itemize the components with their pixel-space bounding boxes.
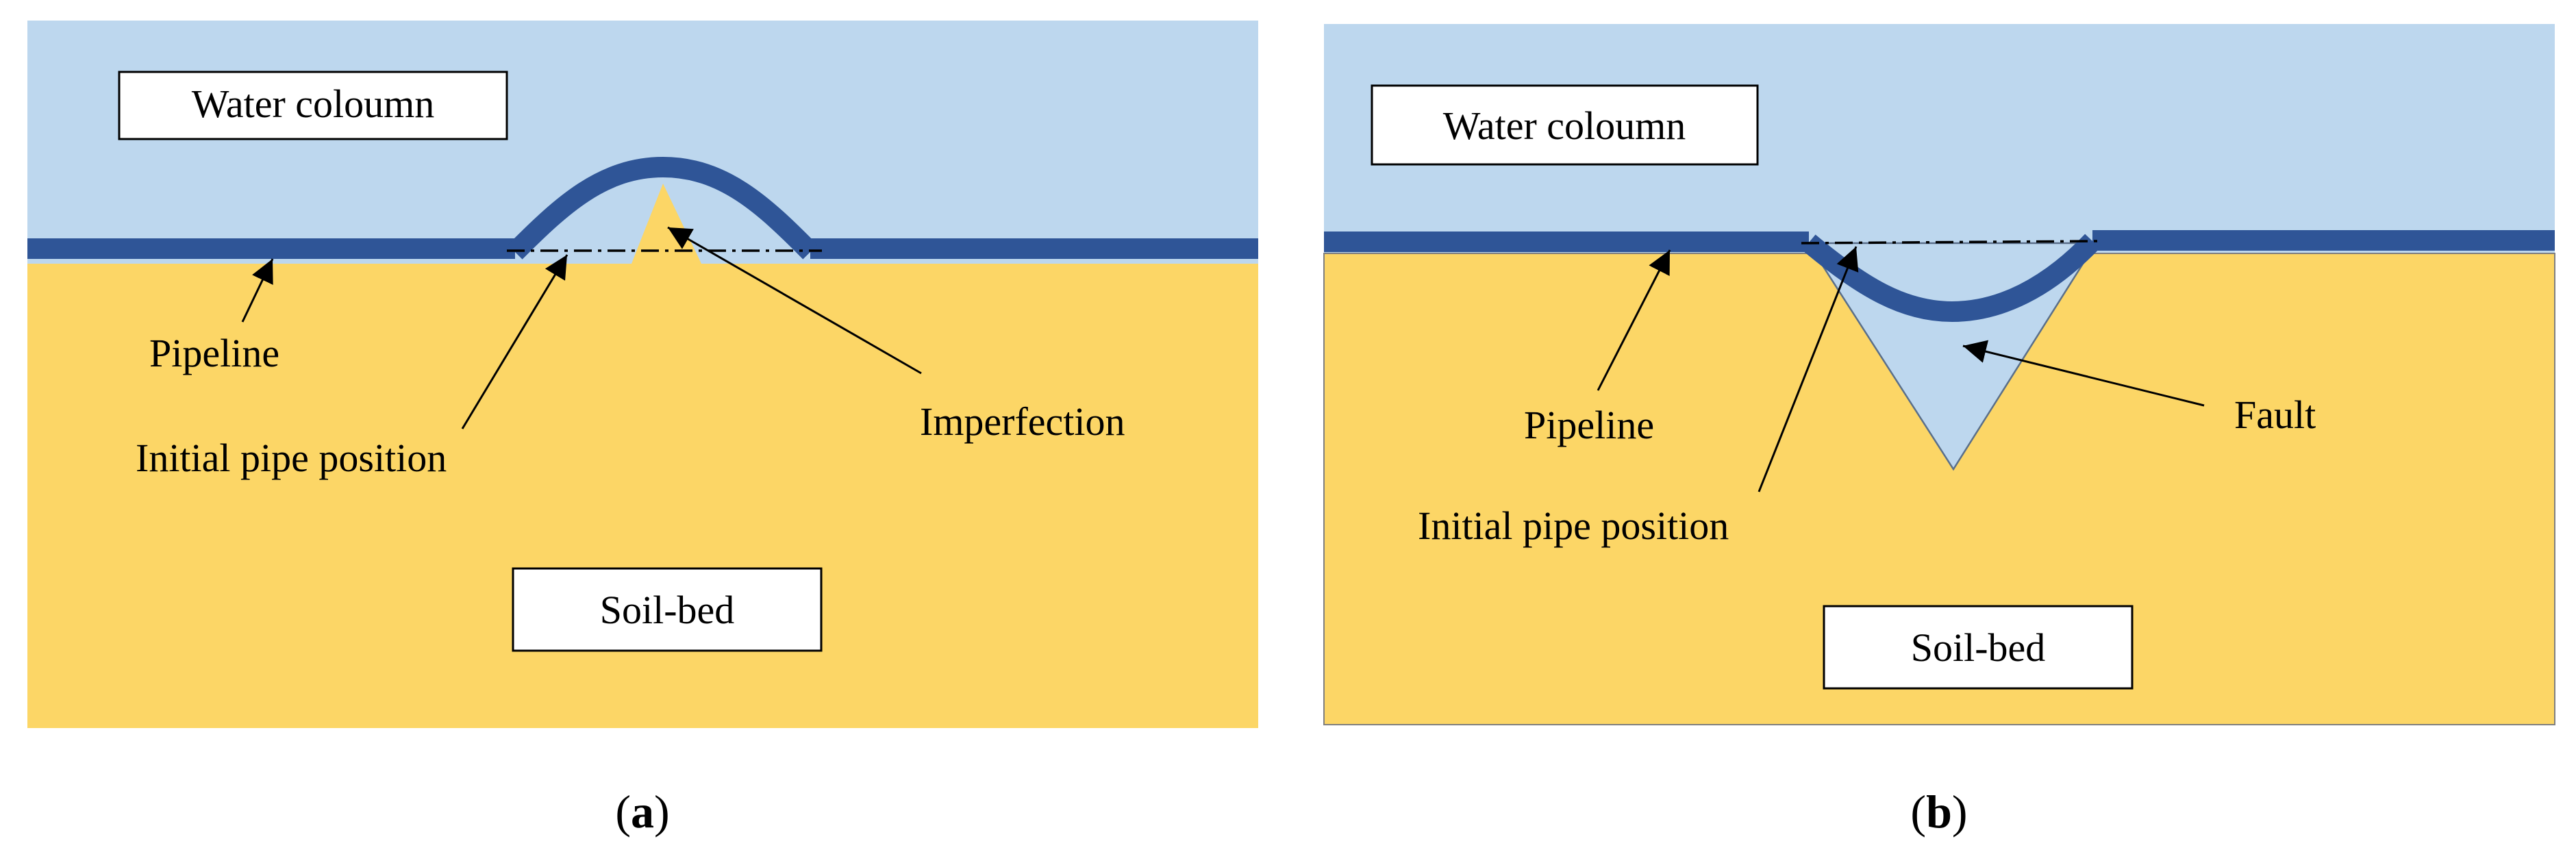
panel-b-caption: (b)	[1910, 786, 1967, 838]
panel-b-pipeline-left	[1324, 232, 1809, 252]
panel-a-pipeline-right	[810, 238, 1258, 259]
panel-b-fault-label: Fault	[2234, 392, 2316, 437]
panel-b-pipeline-arrow	[1597, 249, 1671, 391]
panel-b-caption-open: (	[1910, 786, 1926, 838]
panel-b-pipeline-right	[2092, 230, 2555, 251]
panel-b-initial-position-arrow	[1758, 246, 1859, 492]
panel-a-pipeline-bump	[508, 156, 818, 260]
panel-b-caption-letter: b	[1926, 786, 1952, 838]
panel-a-water-label-box	[118, 71, 508, 140]
panel-a-water-region	[27, 21, 1258, 264]
panel-b: Water coloumn Soil-bed Pipeline Initial …	[1323, 24, 2555, 838]
panel-b-fault-arrow	[1962, 340, 2205, 407]
panel-a-pipeline-arrow	[241, 258, 274, 323]
panel-a-soil-label-box	[512, 567, 823, 652]
panel-b-soil-label-box	[1823, 605, 2134, 690]
panel-a-soil-label: Soil-bed	[600, 588, 735, 632]
panel-a-initial-position-arrow	[461, 254, 568, 429]
panel-a-pipeline-left	[27, 238, 515, 259]
panel-a: Water coloumn Soil-bed Pipeline Initial …	[27, 21, 1258, 838]
panel-a-imperfection-label: Imperfection	[920, 399, 1125, 444]
panel-a-imperfection-arrow	[667, 226, 922, 375]
panel-b-pipeline-label: Pipeline	[1524, 403, 1654, 447]
panel-a-caption-close: )	[654, 786, 670, 838]
panel-a-caption-open: (	[615, 786, 631, 838]
panel-a-caption-letter: a	[631, 786, 654, 838]
panel-b-initial-position-label: Initial pipe position	[1418, 503, 1729, 548]
panel-a-caption: (a)	[615, 786, 669, 838]
panel-a-pipeline-label: Pipeline	[149, 331, 279, 375]
panel-b-caption-close: )	[1952, 786, 1968, 838]
panel-b-initial-position-line	[1801, 240, 2098, 245]
panel-a-initial-position-label: Initial pipe position	[136, 436, 447, 480]
panel-b-pipeline-sag	[1802, 234, 2100, 323]
panel-b-water-label: Water coloumn	[1443, 103, 1686, 148]
panel-a-water-label: Water coloumn	[192, 82, 435, 126]
panel-b-soil-label: Soil-bed	[1911, 625, 2046, 670]
panel-b-water-label-box	[1371, 84, 1759, 166]
